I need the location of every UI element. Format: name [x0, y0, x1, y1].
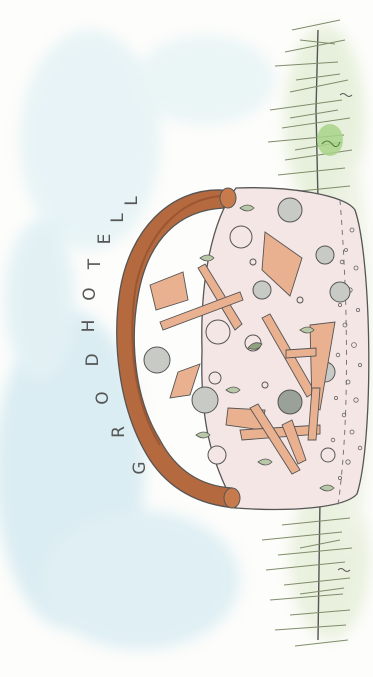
stone [208, 446, 226, 464]
stick [150, 272, 188, 310]
leaf [200, 255, 214, 261]
green-blob [317, 124, 343, 156]
title-letter: T [85, 258, 105, 270]
stone [278, 198, 302, 222]
stone [209, 372, 221, 384]
stone [206, 320, 230, 344]
stone [262, 382, 268, 388]
stone [321, 448, 335, 462]
title-letter: O [93, 391, 113, 404]
stone [144, 347, 170, 373]
stone [250, 259, 256, 265]
title-letter: O [80, 287, 100, 300]
stone [316, 246, 334, 264]
title-letter: R [109, 426, 129, 438]
leaf [196, 432, 210, 438]
stone [330, 282, 350, 302]
stone [278, 390, 302, 414]
stone [230, 226, 252, 248]
title-letter: H [79, 320, 99, 333]
title-letter: G [130, 461, 150, 474]
title-letter: L [122, 196, 142, 206]
title-letter: E [95, 234, 115, 245]
stone [297, 297, 303, 303]
stick [286, 348, 316, 358]
title-letter: L [108, 213, 128, 223]
stone [253, 281, 271, 299]
title-letter: D [83, 353, 103, 366]
stone [192, 387, 218, 413]
